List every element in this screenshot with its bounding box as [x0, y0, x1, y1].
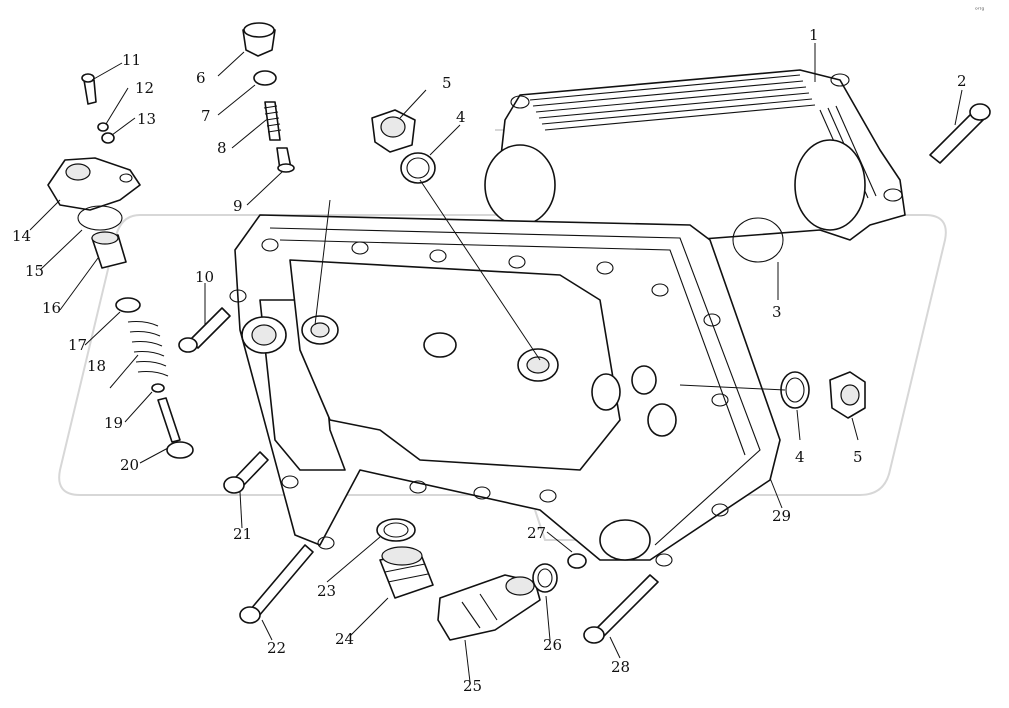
- callout-25: 25: [463, 677, 482, 695]
- plug-5-right: [829, 371, 866, 419]
- sensor-14: [47, 157, 141, 211]
- callout-labels: 1 2 3 4 5 4 5 6 7 8 9 10 11 12 13 14 15 …: [12, 26, 967, 695]
- callout-8: 8: [217, 139, 227, 157]
- callout-4-right: 4: [795, 448, 805, 466]
- seal-4-right: [780, 371, 810, 409]
- callout-3: 3: [772, 303, 782, 321]
- bolt-22: [239, 544, 314, 624]
- callout-29: 29: [772, 507, 791, 525]
- housing-body: [229, 214, 781, 567]
- ring-27: [567, 553, 587, 569]
- spring-18: [127, 320, 169, 377]
- callout-17: 17: [68, 336, 87, 354]
- callout-5-upper: 5: [442, 74, 452, 92]
- callout-10: 10: [195, 268, 214, 286]
- callout-4-upper: 4: [456, 108, 466, 126]
- callout-5-right: 5: [853, 448, 863, 466]
- plug-24: [379, 546, 434, 599]
- bolt-21: [223, 451, 269, 494]
- callout-20: 20: [120, 456, 139, 474]
- callout-7: 7: [201, 107, 211, 125]
- leader-lines: [29, 43, 963, 683]
- valve-25: [437, 574, 541, 641]
- seal-26-inner: [537, 568, 553, 588]
- callout-1: 1: [809, 26, 819, 44]
- callout-27: 27: [527, 524, 546, 542]
- seal-4-right-inner: [785, 377, 805, 403]
- callout-26: 26: [543, 636, 562, 654]
- callout-14: 14: [12, 227, 31, 245]
- ring-17: [115, 297, 141, 313]
- bolt-2: [929, 103, 991, 164]
- callout-22: 22: [267, 639, 286, 657]
- plug-5-upper: [371, 109, 416, 153]
- callout-18: 18: [87, 357, 106, 375]
- seal-26: [532, 563, 558, 593]
- washer-13: [101, 132, 115, 144]
- pin-11: [81, 73, 97, 105]
- o-ring-15: [77, 205, 123, 231]
- valve-20: [157, 397, 194, 459]
- o-ring-3: [732, 217, 784, 263]
- seal-4-upper-inner: [406, 157, 430, 179]
- sleeve-16: [91, 231, 127, 269]
- seal-4-upper: [400, 152, 436, 184]
- callout-15: 15: [25, 262, 44, 280]
- callout-24: 24: [335, 630, 354, 648]
- callout-6: 6: [196, 69, 206, 87]
- callout-11: 11: [122, 51, 141, 69]
- ring-19: [151, 383, 165, 393]
- spring-8: [263, 101, 282, 141]
- washer-12: [97, 122, 109, 132]
- oil-cooler: [484, 69, 906, 251]
- corner-mark: ᵒʳᶦᵍ: [975, 6, 985, 14]
- callout-9: 9: [233, 197, 243, 215]
- callout-12: 12: [135, 79, 154, 97]
- callout-23: 23: [317, 582, 336, 600]
- gasket-23: [376, 518, 416, 542]
- callout-21: 21: [233, 525, 252, 543]
- callout-13: 13: [137, 110, 156, 128]
- callout-19: 19: [104, 414, 123, 432]
- callout-2: 2: [957, 72, 967, 90]
- plug-6: [242, 22, 276, 57]
- washer-7: [253, 70, 277, 86]
- bolt-28: [583, 574, 659, 644]
- gasket-23-inner: [383, 522, 409, 538]
- valve-9: [276, 147, 295, 173]
- callout-16: 16: [42, 299, 61, 317]
- callout-28: 28: [611, 658, 630, 676]
- bolt-10: [178, 307, 231, 353]
